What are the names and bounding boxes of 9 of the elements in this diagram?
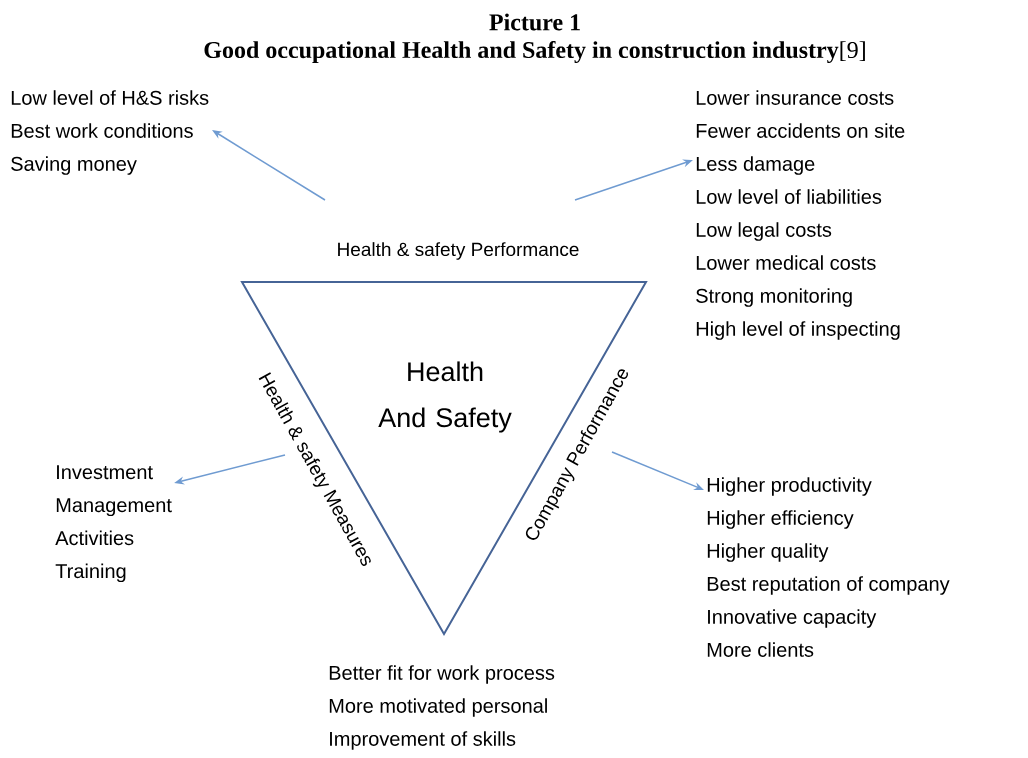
item-list: Lower insurance costs Fewer accidents on site Less damage Low level of liabilities Low legal costs Lower medical costs Strong monitoring High level of inspecting — [696, 90, 905, 340]
item-list: Low level of H&S risks Best work conditions Saving money — [11, 90, 209, 175]
caption: Good occupational Health and Safety in construction industry[9] — [204, 40, 865, 64]
arrow — [212, 130, 326, 201]
title: Picture 1 — [489, 13, 580, 31]
item-list: Investment Management Activities Training — [55, 465, 172, 583]
side-label: Health & safety Performance — [338, 242, 579, 260]
item-list: Higher productivity Higher efficiency Higher quality Best reputation of company Innovative capacity More clients — [707, 477, 950, 657]
item-list: Better fit for work process More motivated personal Improvement of skills — [329, 665, 555, 750]
